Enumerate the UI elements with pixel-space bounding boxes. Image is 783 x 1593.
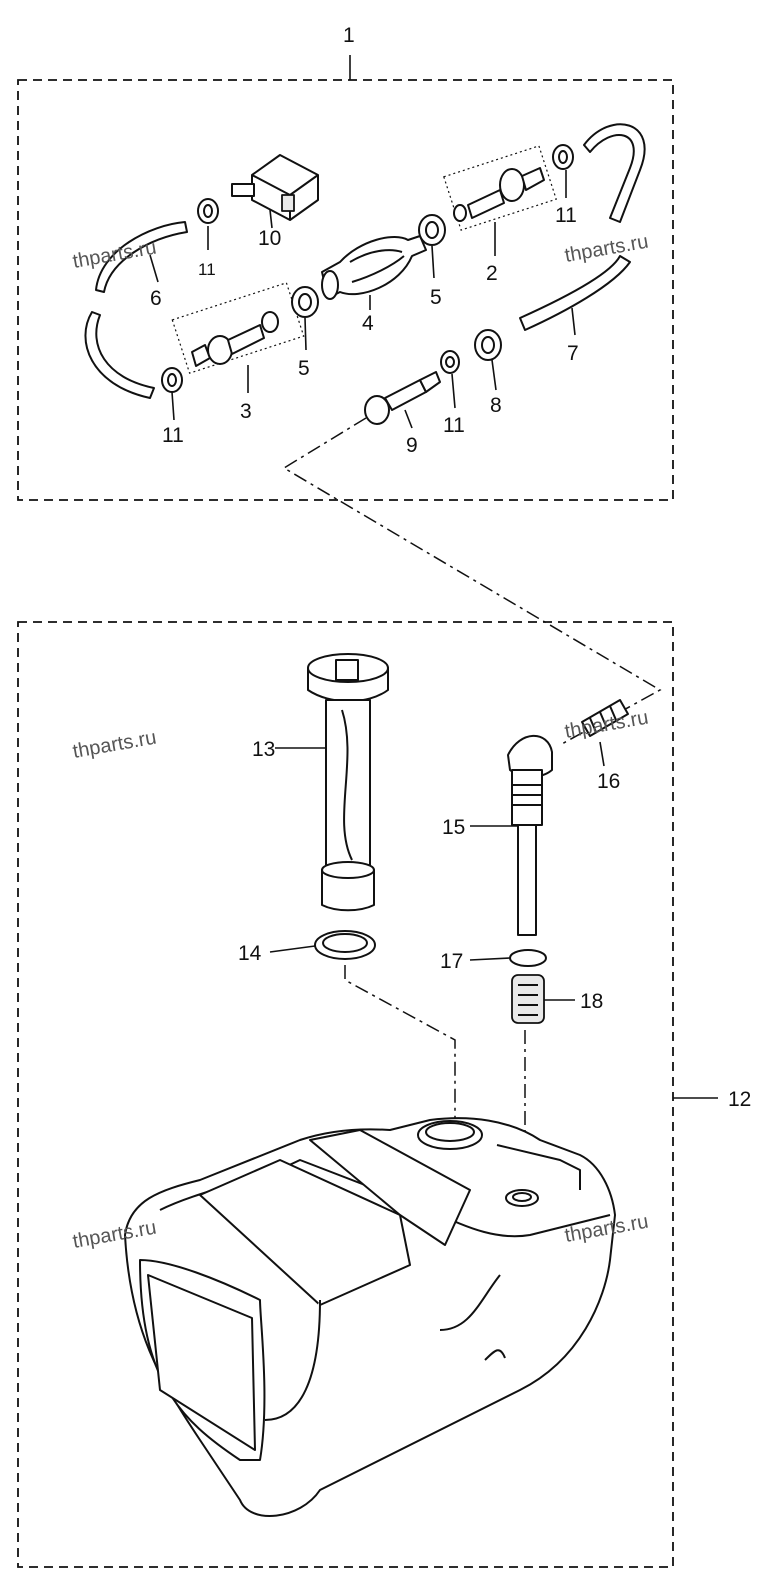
callout-17: 17 — [440, 950, 463, 973]
fuel-line-assembly — [84, 55, 646, 429]
callout-5-right: 5 — [430, 286, 442, 309]
fitting-part-16 — [581, 699, 629, 737]
fuel-gauge-part-13 — [307, 653, 389, 912]
callout-2: 2 — [486, 262, 498, 285]
callout-3: 3 — [240, 400, 252, 423]
callout-18: 18 — [580, 990, 603, 1013]
fitting-part-9 — [364, 371, 441, 425]
hose-part-6-lower — [84, 311, 155, 399]
filter-part-18 — [511, 974, 545, 1024]
routing-line — [282, 417, 662, 746]
primer-bulb-part-4 — [321, 235, 427, 300]
fuel-tank-assembly — [124, 653, 718, 1517]
callout-14: 14 — [238, 942, 262, 965]
hose-part-7 — [583, 123, 646, 223]
hose-part-6 — [95, 221, 188, 293]
pickup-tube-part-15 — [507, 734, 553, 936]
callout-16: 16 — [597, 770, 620, 793]
callout-8: 8 — [490, 394, 502, 417]
group-box-12 — [17, 621, 674, 1568]
watermark-3: thparts.ru — [71, 727, 158, 763]
callout-11-left: 11 — [162, 424, 184, 447]
connector-part-10 — [231, 154, 319, 221]
callout-11-top: 11 — [198, 260, 216, 279]
callout-12: 12 — [728, 1088, 751, 1111]
fuel-tank-part-12 — [124, 1117, 616, 1517]
callout-11-lower: 11 — [443, 414, 465, 437]
callout-4: 4 — [362, 312, 374, 335]
hose-part-7-lower — [519, 255, 631, 331]
callout-5-left: 5 — [298, 357, 310, 380]
connector-part-3 — [171, 282, 305, 374]
o-ring-part-17 — [509, 949, 547, 967]
callout-6: 6 — [150, 287, 162, 310]
callout-15: 15 — [442, 816, 465, 839]
callout-11-right: 11 — [555, 204, 577, 227]
connector-part-2 — [443, 145, 557, 231]
callout-9: 9 — [406, 434, 418, 457]
callout-7: 7 — [567, 342, 579, 365]
callout-13: 13 — [252, 738, 275, 761]
group-box-1 — [17, 79, 674, 501]
watermark-2: thparts.ru — [563, 231, 650, 267]
callout-10: 10 — [258, 227, 281, 250]
callout-1: 1 — [343, 24, 355, 47]
